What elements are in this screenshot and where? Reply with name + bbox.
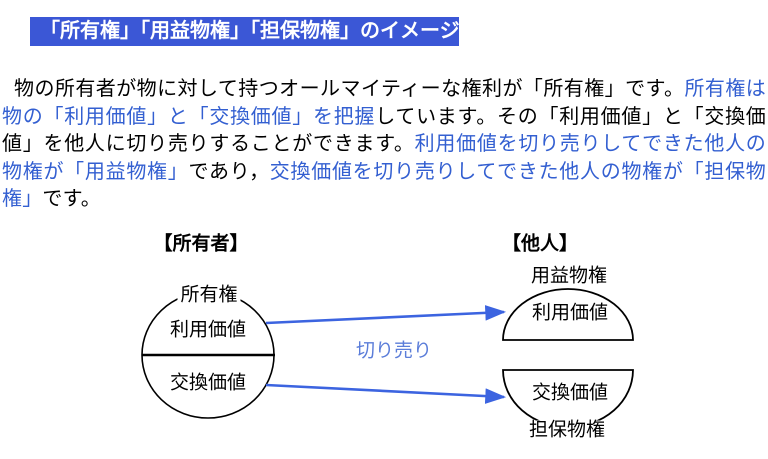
security-arrow: [265, 383, 507, 404]
owner-heading: 【所有者】: [153, 233, 249, 255]
paragraph-segment: 物の所有者が物に対して持つオールマイティーな権利が「所有権」です。: [14, 78, 685, 100]
security-right-label: 担保物権: [525, 420, 609, 442]
security-exchange-value-label: 交換価値: [531, 382, 609, 404]
paragraph-segment: です。: [42, 188, 102, 210]
paragraph-segment: であり，: [188, 160, 270, 183]
paragraph-segment-emphasis: 交換価値を切り売りしてできた他人の物権が「担保物権」: [2, 160, 766, 211]
other-heading: 【他人】: [501, 233, 579, 255]
section-title-bar: 「所有権」「用益物権」「担保物権」のイメージ: [30, 17, 460, 46]
section-title: 「所有権」「用益物権」「担保物権」のイメージ: [40, 20, 460, 42]
paragraph-segment: しています。その「利用価値」と「交換価値」を他人に切り売りすることができます。: [2, 105, 766, 156]
owner-exchange-value-label: 交換価値: [169, 372, 247, 394]
owner-use-value-label: 利用価値: [169, 319, 247, 341]
body-paragraph: 物の所有者が物に対して持つオールマイティーな権利が「所有権」です。所有権は物の「…: [2, 76, 766, 214]
usufruct-arrow: [265, 305, 507, 325]
diagram-shapes: [141, 288, 634, 428]
ownership-label: 所有権: [177, 285, 241, 307]
sell-off-arrow-label: 切り売り: [355, 340, 433, 362]
usufruct-dome-shape: [502, 288, 634, 341]
paragraph-segment-emphasis: 所有権は物の「利用価値」と「交換価値」を把握: [2, 78, 766, 128]
usufruct-right-label: 用益物権: [527, 266, 611, 288]
usufruct-use-value-label: 利用価値: [531, 302, 609, 324]
paragraph-segment-emphasis: 利用価値を切り売りしてできた他人の物権が「用益物権」: [2, 133, 766, 183]
